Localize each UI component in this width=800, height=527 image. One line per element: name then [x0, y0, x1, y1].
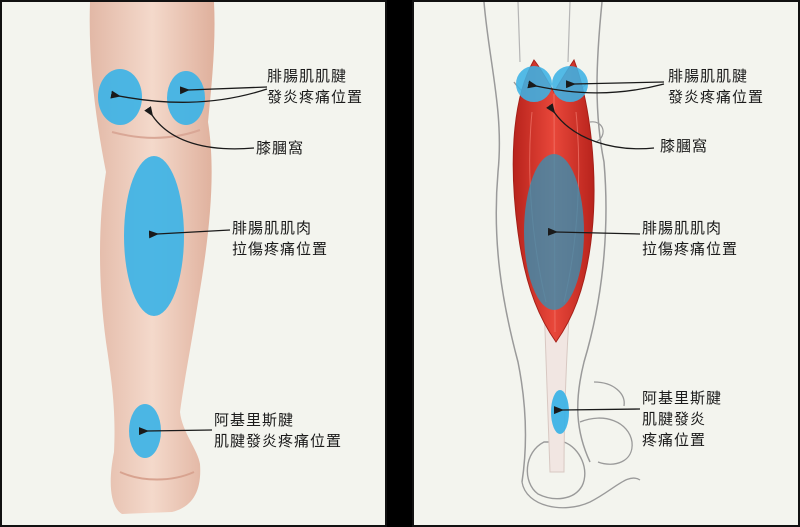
arrow-achilles [553, 406, 641, 415]
ankle-bones [579, 381, 633, 465]
calf-anatomy-illustration [483, 2, 665, 509]
left-panel-leg-photo: 腓腸肌肌腱 發炎疼痛位置 膝膕窩 腓腸肌肌肉 拉傷疼痛位置 阿基里斯腱 肌腱發炎… [0, 0, 387, 527]
gastroc-tendon-lateral-highlight [167, 71, 205, 125]
label-line: 肌腱發炎疼痛位置 [214, 432, 343, 450]
left-label-popliteal: 膝膕窩 [256, 138, 304, 159]
label-line: 腓腸肌肌腱 [267, 67, 348, 85]
right-label-achilles: 阿基里斯腱 肌腱發炎 疼痛位置 [642, 388, 722, 451]
arrow-achilles [138, 427, 213, 436]
arrow-tendon-medial [527, 80, 665, 94]
label-line: 阿基里斯腱 [214, 411, 295, 429]
arrow-tendon-medial [110, 88, 268, 103]
label-line: 肌腱發炎 [642, 410, 707, 428]
gastroc-tendon-medial-highlight [98, 69, 142, 125]
arrow-tendon-lateral [565, 80, 665, 89]
arrow-popliteal [144, 106, 255, 150]
leg-photo-illustration [89, 2, 268, 514]
label-line: 發炎疼痛位置 [668, 88, 765, 106]
heel-shadow [119, 471, 195, 481]
achilles-highlight [551, 390, 569, 434]
right-panel-anatomy: 腓腸肌肌腱 發炎疼痛位置 膝膕窩 腓腸肌肌肉 拉傷疼痛位置 阿基里斯腱 肌腱發炎… [412, 0, 800, 527]
left-label-gastroc-tendon: 腓腸肌肌腱 發炎疼痛位置 [267, 66, 363, 108]
foot-outline [521, 477, 641, 509]
gastroc-muscle-highlight [124, 156, 184, 316]
right-label-gastroc-tendon: 腓腸肌肌腱 發炎疼痛位置 [668, 66, 764, 108]
tibia-outline [517, 2, 571, 63]
label-line: 膝膕窩 [660, 137, 709, 155]
label-line: 拉傷疼痛位置 [642, 240, 739, 258]
arrow-gastroc-muscle [547, 227, 641, 236]
left-label-gastroc-muscle: 腓腸肌肌肉 拉傷疼痛位置 [232, 218, 328, 260]
knee-crease [111, 129, 201, 139]
leg-outline-left [483, 2, 527, 483]
right-label-popliteal: 膝膕窩 [660, 136, 708, 157]
gastroc-tendon-medial-highlight [516, 66, 552, 102]
fibula-head [589, 121, 604, 143]
right-label-gastroc-muscle: 腓腸肌肌肉 拉傷疼痛位置 [642, 218, 738, 260]
left-label-achilles: 阿基里斯腱 肌腱發炎疼痛位置 [214, 410, 342, 452]
label-line: 發炎疼痛位置 [267, 88, 364, 106]
label-line: 疼痛位置 [642, 431, 707, 449]
label-line: 阿基里斯腱 [642, 389, 723, 407]
leg-outline-right [577, 2, 607, 463]
arrow-gastroc-muscle [148, 229, 231, 239]
arrow-popliteal [546, 103, 655, 150]
arrow-tendon-lateral [179, 86, 268, 95]
heel-bone [526, 441, 586, 500]
label-line: 膝膕窩 [256, 139, 305, 157]
label-line: 腓腸肌肌肉 [232, 219, 313, 237]
label-line: 腓腸肌肌肉 [642, 219, 723, 237]
label-line: 腓腸肌肌腱 [668, 67, 749, 85]
label-line: 拉傷疼痛位置 [232, 240, 329, 258]
